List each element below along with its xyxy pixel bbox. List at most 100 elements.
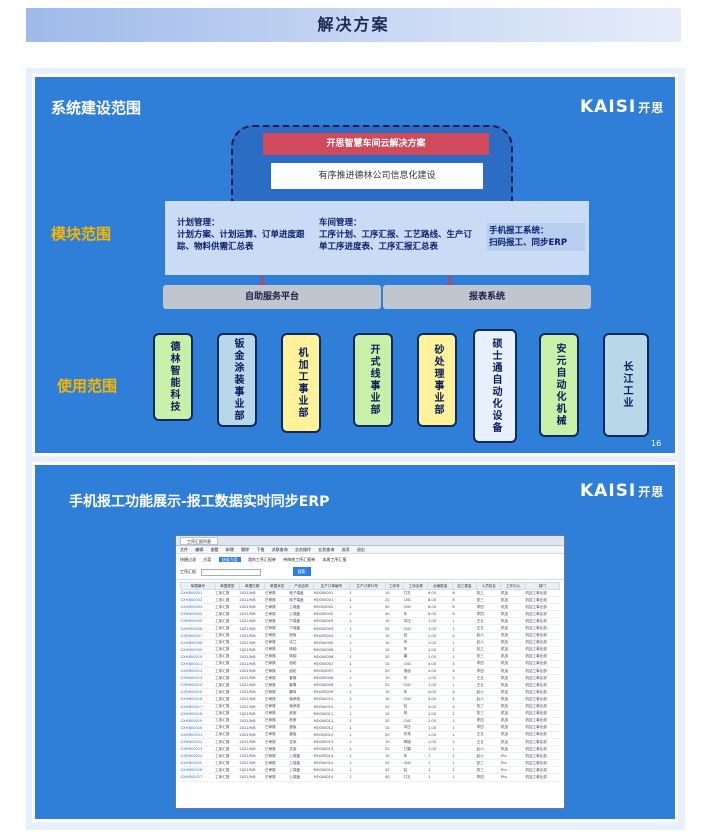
column-header[interactable]: 生产订单编号 — [313, 582, 350, 590]
bill-number-link[interactable]: GXHB00021 — [180, 731, 216, 739]
column-header[interactable]: 单据日期 — [238, 582, 266, 590]
subtab-active[interactable]: 缺省方案 — [218, 557, 241, 562]
bill-number-link[interactable]: GXHB00007 — [180, 632, 216, 640]
bill-number-link[interactable]: GXHB00002 — [180, 596, 216, 605]
table-cell: 2021/9/8 — [239, 745, 265, 754]
bill-number-link[interactable]: GXHB00003 — [180, 603, 216, 612]
search-input[interactable] — [201, 568, 262, 576]
column-header[interactable]: 加工数量 — [451, 582, 478, 590]
bill-number-link[interactable]: GXHB00012 — [180, 667, 216, 676]
table-cell: 20 — [385, 667, 404, 676]
menu-item[interactable]: 退出 — [356, 547, 365, 552]
bill-number-link[interactable]: GXHB00011 — [180, 660, 216, 669]
bill-number-link[interactable]: GXHB00008 — [180, 639, 216, 647]
column-header[interactable]: 生产订单行号 — [348, 582, 386, 590]
subtab[interactable]: 我的工序汇报单 — [247, 557, 276, 562]
menu-item[interactable]: 新增 — [225, 547, 234, 552]
subtab[interactable]: 方案 — [203, 557, 212, 562]
table-cell: 已审核 — [264, 752, 290, 761]
menu-item[interactable]: 下推 — [256, 547, 265, 552]
bill-number-link[interactable]: GXHB00027 — [180, 773, 216, 782]
menu-item[interactable]: 关联查询 — [271, 547, 288, 552]
column-header[interactable]: 人员姓名 — [476, 582, 502, 590]
bill-number-link[interactable]: GXHB00015 — [180, 688, 216, 697]
menu-item[interactable]: 业务查询 — [318, 547, 335, 552]
bill-number-link[interactable]: GXHB00024 — [180, 752, 216, 761]
bill-number-link[interactable]: GXHB00013 — [180, 674, 216, 683]
bill-number-link[interactable]: GXHB00009 — [180, 646, 216, 654]
menu-item[interactable]: 查看 — [210, 547, 219, 552]
bill-number-link[interactable]: GXHB00006 — [180, 624, 216, 633]
subtab[interactable]: 快捷过滤 — [180, 557, 196, 562]
search-button[interactable]: 搜索 — [292, 567, 311, 576]
table-cell: 20 — [385, 624, 404, 633]
column-header[interactable]: 工序号 — [384, 582, 405, 590]
column-header[interactable]: 产品名称 — [288, 582, 315, 590]
table-cell: 4.00 — [427, 660, 453, 669]
table-cell: 机加 — [500, 660, 526, 669]
menu-item[interactable]: 文件 — [180, 547, 188, 552]
bill-number-link[interactable]: GXHB00025 — [180, 759, 216, 768]
bill-number-link[interactable]: GXHB00018 — [180, 710, 216, 718]
menu-item[interactable]: 业务操作 — [294, 547, 311, 552]
column-header[interactable]: 单据类型 — [214, 582, 240, 590]
bill-number-link[interactable]: GXHB00014 — [180, 681, 216, 690]
solution-banner: 开思智慧车间云解决方案 — [263, 133, 489, 155]
column-header[interactable]: 工序名称 — [403, 582, 429, 590]
bill-number-link[interactable]: GXHB00023 — [180, 745, 216, 754]
bill-number-link[interactable]: GXHB00005 — [180, 617, 216, 626]
bill-number-link[interactable]: GXHB00010 — [180, 653, 216, 661]
table-cell: 1 — [349, 695, 386, 704]
menu-item[interactable]: 编辑 — [195, 547, 204, 552]
app-tab[interactable]: 工序汇报列表 — [180, 537, 218, 545]
menu-item[interactable]: 删除 — [241, 547, 250, 552]
subtab[interactable]: 本周工序汇报 — [322, 557, 347, 562]
bill-number-link[interactable]: GXHB00004 — [180, 610, 216, 619]
bill-number-link[interactable]: GXHB00022 — [180, 738, 216, 747]
bill-number-link[interactable]: GXHB00026 — [180, 766, 216, 775]
column-header[interactable]: 单据编号 — [180, 582, 216, 590]
table-cell: 打孔 — [403, 773, 428, 782]
column-header[interactable]: 部门 — [524, 582, 561, 590]
bill-number-link[interactable]: GXHB00017 — [180, 703, 216, 711]
bill-number-link[interactable]: GXHB00020 — [180, 724, 216, 732]
table-cell: 螺母 — [289, 688, 314, 697]
menu-item[interactable]: 选项 — [341, 547, 350, 552]
bill-number-link[interactable]: GXHB00001 — [180, 589, 216, 598]
bill-number-link[interactable]: GXHB00016 — [180, 695, 216, 704]
subtab[interactable]: 待审核工序汇报单 — [283, 557, 316, 562]
table-cell: 2021/9/8 — [239, 589, 265, 598]
column-header[interactable]: 单据状态 — [264, 582, 290, 590]
bill-number-link[interactable]: GXHB00019 — [180, 717, 216, 725]
column-header[interactable]: 合格数量 — [427, 582, 453, 590]
column-header[interactable]: 工作中心 — [500, 582, 526, 590]
